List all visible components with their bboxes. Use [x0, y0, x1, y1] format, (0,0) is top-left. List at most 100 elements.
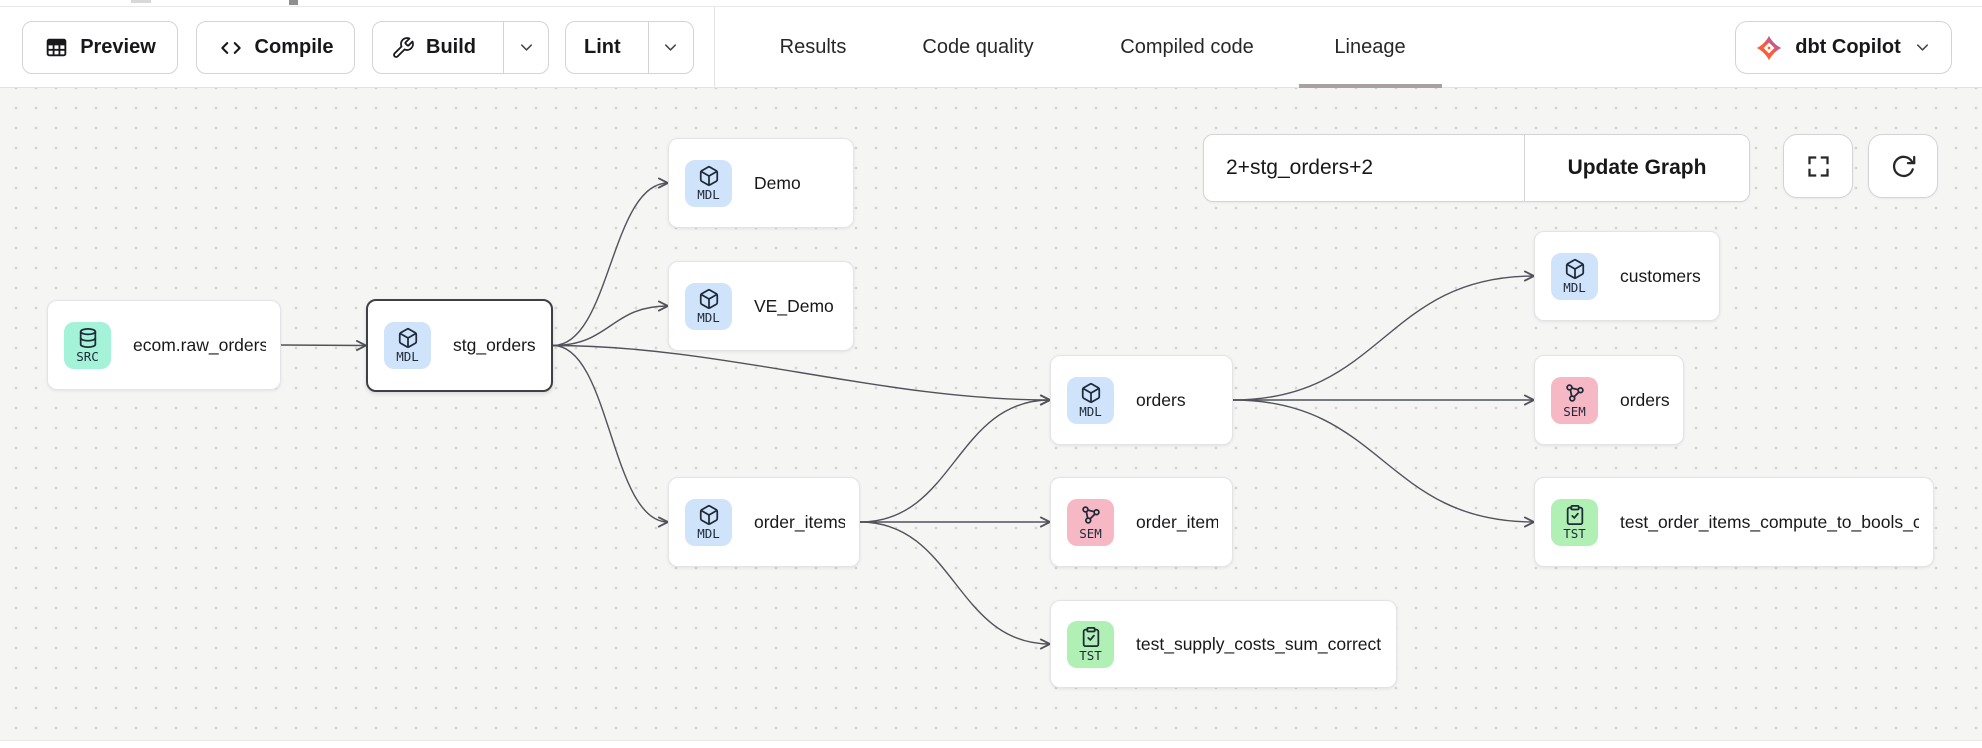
edge-orders_model-to-test_order_items [1232, 399, 1534, 522]
compile-button[interactable]: Compile [196, 21, 355, 74]
node-type-label: MDL [1079, 403, 1102, 419]
node-type-label: MDL [697, 186, 720, 202]
edge-stg_orders-to-order_items [552, 344, 668, 523]
lint-button[interactable]: Lint [566, 22, 637, 73]
node-type-badge: SEM [1067, 498, 1114, 546]
node-type-badge: MDL [1067, 376, 1114, 424]
table-icon [46, 38, 67, 57]
lineage-node-customers[interactable]: MDL customers [1534, 231, 1720, 321]
build-label: Build [426, 36, 476, 58]
node-type-badge: TST [1067, 620, 1114, 668]
node-type-badge: MDL [685, 159, 732, 207]
node-label: test_supply_costs_sum_correctly [1136, 633, 1382, 654]
lineage-node-orders_sem[interactable]: SEM orders [1534, 355, 1684, 445]
semantic-model-icon [1565, 383, 1584, 402]
node-label: order_items [754, 511, 845, 532]
lineage-selector-input[interactable]: 2+stg_orders+2 [1226, 156, 1374, 179]
node-type-label: TST [1563, 525, 1586, 541]
node-type-badge: MDL [685, 498, 732, 546]
lineage-node-test_order_items[interactable]: TST test_order_items_compute_to_bools_c..… [1534, 477, 1934, 567]
edge-orders_model-to-customers [1232, 276, 1534, 401]
lineage-canvas[interactable]: 2+stg_orders+2 Update Graph SRC ecom.raw_… [0, 88, 1982, 740]
cube-icon [1565, 258, 1584, 279]
clipped-content-artifact [131, 0, 151, 3]
node-type-badge: MDL [384, 322, 431, 369]
node-label: customers [1620, 265, 1701, 286]
toolbar-divider [714, 7, 715, 87]
lint-label: Lint [584, 36, 621, 58]
node-label: Demo [754, 172, 801, 193]
lineage-node-demo[interactable]: MDL Demo [668, 138, 854, 228]
cube-icon [699, 288, 718, 309]
node-type-label: SEM [1079, 525, 1102, 541]
lineage-node-ve_demo[interactable]: MDL VE_Demo [668, 261, 854, 351]
node-label: test_order_items_compute_to_bools_c... [1620, 511, 1919, 532]
lineage-node-raw_orders[interactable]: SRC ecom.raw_orders [47, 300, 281, 390]
node-type-label: SRC [76, 348, 99, 364]
dbt-copilot-icon [1756, 35, 1782, 60]
update-graph-button[interactable]: Update Graph [1524, 135, 1749, 201]
database-icon [79, 327, 96, 348]
node-type-badge: SEM [1551, 376, 1598, 424]
code-icon [220, 41, 241, 54]
edge-stg_orders-to-ve_demo [552, 306, 668, 347]
chevron-down-icon [1916, 44, 1928, 51]
node-label: order_item [1136, 511, 1218, 532]
node-label: orders [1136, 389, 1186, 410]
active-tab-underline [1299, 84, 1442, 88]
clipped-content-artifact [289, 0, 298, 5]
node-type-label: MDL [396, 349, 419, 365]
lineage-node-order_item_sem[interactable]: SEM order_item [1050, 477, 1233, 567]
node-type-label: SEM [1563, 403, 1586, 419]
chevron-down-icon [665, 44, 677, 51]
cube-icon [699, 504, 718, 525]
test-icon [1566, 504, 1583, 525]
edge-order_items-to-test_supply [859, 521, 1050, 644]
dbt-copilot-button[interactable]: dbt Copilot [1735, 21, 1952, 74]
refresh-icon [1892, 155, 1915, 177]
edge-stg_orders-to-orders_model [552, 344, 1050, 401]
build-split-button: Build [372, 21, 549, 74]
build-options-button[interactable] [503, 22, 548, 73]
compile-label: Compile [254, 36, 334, 58]
edge-raw_orders-to-stg_orders [280, 345, 366, 346]
preview-label: Preview [80, 36, 156, 58]
preview-button[interactable]: Preview [22, 21, 178, 74]
lineage-selector-group: 2+stg_orders+2 Update Graph [1203, 134, 1750, 202]
cube-icon [1081, 382, 1100, 403]
clipped-top-strip [0, 0, 1982, 7]
node-type-label: TST [1079, 647, 1102, 663]
wrench-icon [393, 36, 414, 58]
lineage-node-orders_model[interactable]: MDL orders [1050, 355, 1233, 445]
tab-code-quality[interactable]: Code quality [922, 35, 1034, 58]
semantic-model-icon [1081, 505, 1100, 524]
cube-icon [398, 328, 417, 349]
refresh-button[interactable] [1868, 134, 1938, 198]
editor-toolbar: Preview Compile Build Lint Results Code … [0, 7, 1982, 88]
edge-order_items-to-orders_model [859, 400, 1050, 523]
node-type-label: MDL [697, 525, 720, 541]
copilot-label: dbt Copilot [1795, 36, 1901, 58]
build-button[interactable]: Build [373, 22, 492, 73]
test-icon [1082, 626, 1099, 647]
fullscreen-button[interactable] [1783, 134, 1853, 198]
cube-icon [699, 165, 718, 186]
node-label: stg_orders [453, 335, 536, 355]
tab-compiled-code[interactable]: Compiled code [1120, 35, 1254, 58]
node-type-label: MDL [1563, 279, 1586, 295]
node-type-label: MDL [697, 309, 720, 325]
lint-split-button: Lint [565, 21, 694, 74]
lineage-node-test_supply[interactable]: TST test_supply_costs_sum_correctly [1050, 600, 1397, 688]
chevron-down-icon [520, 44, 532, 51]
lineage-node-order_items[interactable]: MDL order_items [668, 477, 860, 567]
lint-options-button[interactable] [647, 22, 693, 73]
node-label: orders [1620, 389, 1669, 410]
node-type-badge: TST [1551, 498, 1598, 546]
node-label: ecom.raw_orders [133, 334, 266, 355]
clipped-bottom-strip [0, 740, 1982, 748]
tab-results[interactable]: Results [779, 35, 847, 58]
edge-stg_orders-to-demo [552, 183, 668, 347]
node-label: VE_Demo [754, 295, 834, 316]
lineage-node-stg_orders[interactable]: MDL stg_orders [366, 299, 553, 392]
tab-lineage[interactable]: Lineage [1334, 35, 1406, 58]
